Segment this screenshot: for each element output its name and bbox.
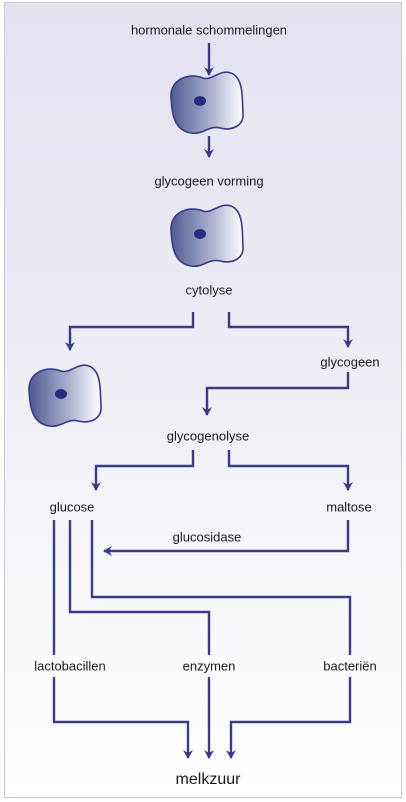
arrow-lactobacilli-to-lactic-acid: [54, 677, 188, 758]
arrow-bacteria-to-lactic-acid: [231, 677, 350, 758]
label-lactobacilli: lactobacillen: [34, 659, 106, 674]
label-glucosidase: glucosidase: [173, 530, 242, 545]
arrow-glycogenolysis-to-maltose: [229, 450, 348, 490]
label-lactic-acid: melkzuur: [176, 771, 241, 789]
label-maltose: maltose: [326, 500, 372, 515]
label-cytolysis: cytolyse: [186, 283, 233, 298]
label-glycogen: glycogeen: [320, 355, 379, 370]
cell-icon: [171, 72, 243, 133]
label-glucose: glucose: [50, 500, 95, 515]
label-bacteria: bacteriën: [323, 659, 376, 674]
arrow-cytolysis-right: [229, 312, 348, 347]
label-glycogen-formation: glycogeen vorming: [154, 174, 263, 189]
label-glycogenolysis: glycogenolyse: [167, 429, 249, 444]
arrow-glycogen-to-glycogenolysis: [207, 372, 348, 415]
arrow-glycogenolysis-to-glucose: [96, 450, 193, 490]
label-enzymes: enzymen: [183, 659, 236, 674]
arrow-cytolysis-left: [70, 312, 193, 350]
cell-icon: [171, 205, 243, 266]
label-hormonal-fluctuations: hormonale schommelingen: [131, 23, 287, 38]
cell-icon: [29, 365, 101, 426]
